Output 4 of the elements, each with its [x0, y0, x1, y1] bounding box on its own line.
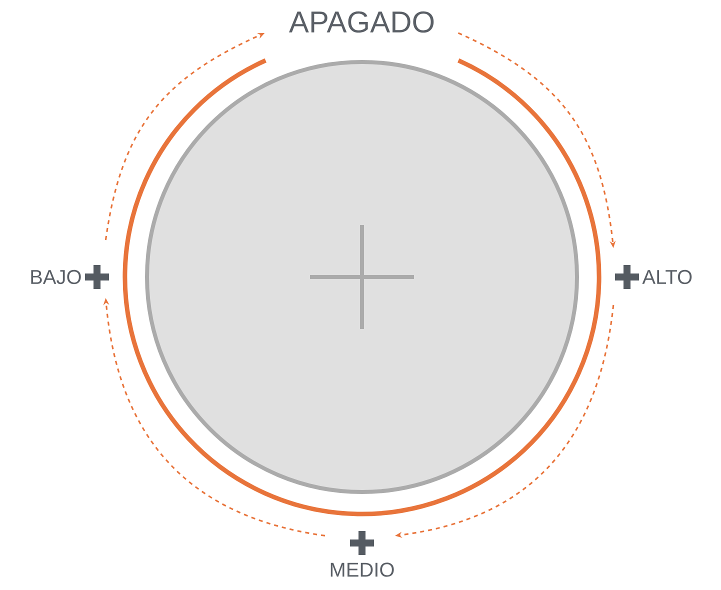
state-label: BAJO — [31, 270, 81, 284]
state-label: ALTO — [642, 270, 692, 284]
state-label: APAGADO — [289, 11, 434, 33]
state-label: MEDIO — [330, 562, 394, 577]
